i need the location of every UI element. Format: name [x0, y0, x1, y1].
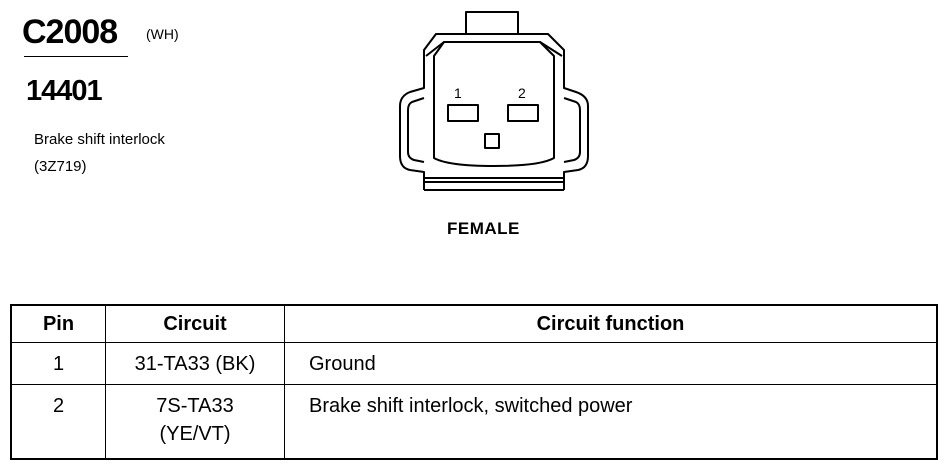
connector-color-code: (WH): [146, 26, 179, 42]
connector-face-drawing: 1 2: [399, 11, 589, 191]
pin-2-cavity: [507, 104, 539, 122]
row-2-pin: 2: [10, 384, 106, 460]
left-clip: [407, 97, 425, 163]
connector-gender-label: FEMALE: [447, 219, 520, 238]
pin-1-cavity: [447, 104, 479, 122]
pin-2-number: 2: [518, 85, 526, 101]
row-1-function: Ground: [284, 342, 938, 385]
row-2-circuit-line-1: 7S-TA33: [156, 395, 234, 417]
corner-chamfer-left: [425, 41, 445, 57]
table-row: 2 7S-TA33 (YE/VT) Brake shift interlock,…: [10, 384, 938, 460]
row-1-circuit: 31-TA33 (BK): [105, 342, 285, 385]
table-header-row: Pin Circuit Circuit function: [10, 304, 938, 343]
row-1-pin: 1: [10, 342, 106, 385]
connector-base-part: (3Z719): [34, 158, 87, 175]
part-number: 14401: [26, 75, 103, 107]
header-circuit-function: Circuit function: [284, 304, 938, 343]
connector-id-underline: [24, 56, 128, 57]
connector-description: Brake shift interlock: [34, 131, 165, 148]
row-2-circuit-line-2: (YE/VT): [159, 423, 231, 445]
corner-chamfer-right: [539, 41, 563, 57]
connector-id: C2008: [22, 13, 118, 51]
row-2-function: Brake shift interlock, switched power: [284, 384, 938, 460]
pin-1-number: 1: [454, 85, 462, 101]
polarization-key: [484, 133, 500, 149]
header-pin: Pin: [10, 304, 106, 343]
inner-face: [433, 41, 555, 167]
pin-table: Pin Circuit Circuit function 1 31-TA33 (…: [10, 304, 938, 460]
locking-tab: [465, 11, 519, 35]
header-circuit: Circuit: [105, 304, 285, 343]
table-row: 1 31-TA33 (BK) Ground: [10, 342, 938, 385]
right-clip: [563, 97, 581, 163]
row-2-circuit: 7S-TA33 (YE/VT): [105, 384, 285, 460]
